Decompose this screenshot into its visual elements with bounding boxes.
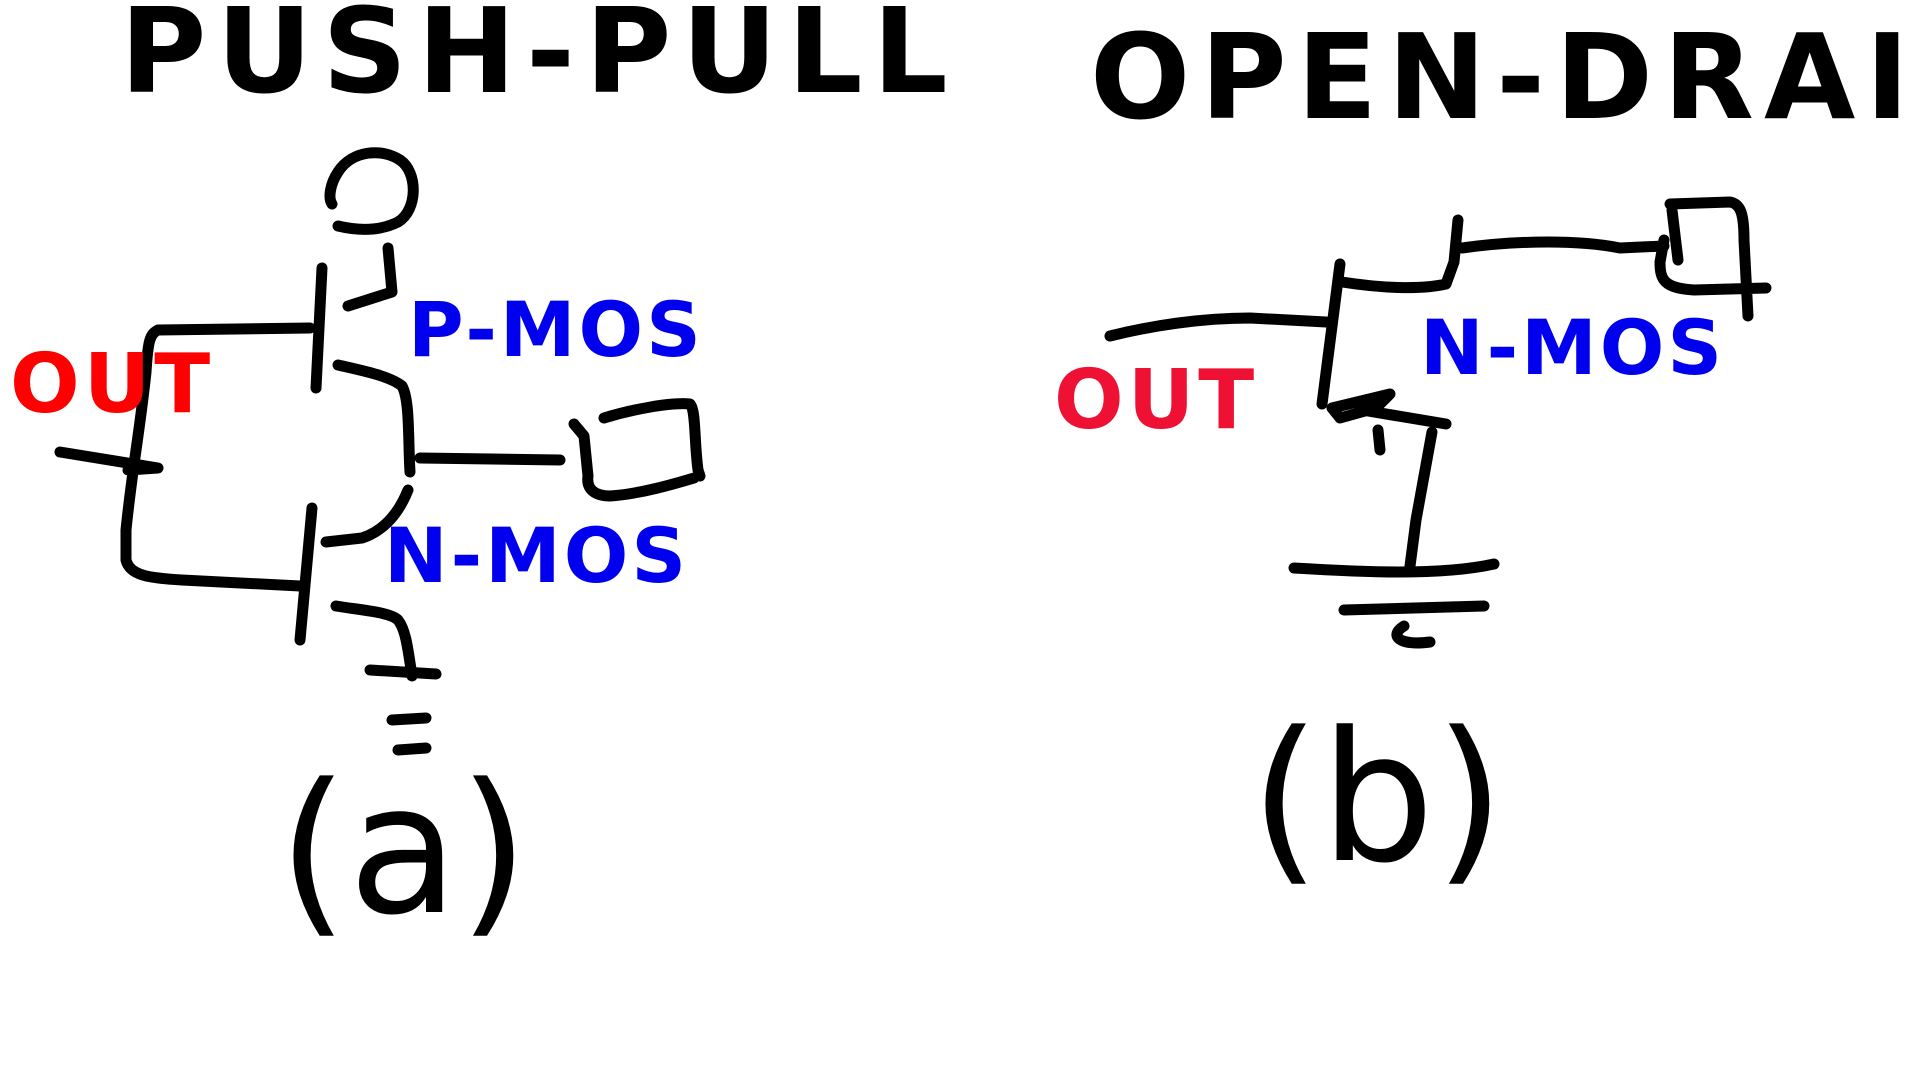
push-pull-pmos-label: P-MOS <box>408 285 704 374</box>
pmos-source-wire <box>342 242 398 312</box>
push-pull-nmos-label: N-MOS <box>384 511 689 600</box>
nmos-drain-wire <box>320 484 414 548</box>
pmos-drain-wire <box>332 359 416 478</box>
vdd-supply-symbol <box>324 147 419 235</box>
open-drain-title: OPEN-DRAIN <box>1090 8 1920 146</box>
pmos-gate-plate <box>310 262 328 394</box>
push-pull-diagram: PUSH-PULL OUT P-MOS N-MOS (a) <box>10 0 958 955</box>
push-pull-out-label: OUT <box>10 337 214 432</box>
caption-a: (a) <box>278 746 529 955</box>
open-drain-nmos-label: N-MOS <box>1420 303 1725 392</box>
nmos-source-wire <box>330 600 418 682</box>
push-pull-title: PUSH-PULL <box>120 0 958 120</box>
input-wire <box>54 446 164 476</box>
caption-b: (b) <box>1250 694 1505 903</box>
mid-node-wire <box>414 452 566 466</box>
open-drain-top-wire <box>1456 236 1670 254</box>
open-drain-output-terminal <box>1654 196 1772 322</box>
nmos-gate-plate <box>294 502 318 646</box>
open-drain-gate-plate <box>1316 258 1346 410</box>
output-terminal <box>568 398 706 502</box>
open-drain-source-arrow <box>1326 388 1452 430</box>
open-drain-diagram: OPEN-DRAIN OUT N-MOS (b) <box>1054 8 1920 903</box>
ground-symbol-b <box>1288 558 1500 649</box>
open-drain-drain-wire <box>1336 214 1464 294</box>
gate-tie-bracket <box>120 322 316 592</box>
ground-symbol-a <box>364 664 442 756</box>
open-drain-out-label: OUT <box>1054 353 1258 448</box>
gate-input-wire <box>1104 312 1332 342</box>
open-drain-source-wire <box>1372 424 1438 572</box>
